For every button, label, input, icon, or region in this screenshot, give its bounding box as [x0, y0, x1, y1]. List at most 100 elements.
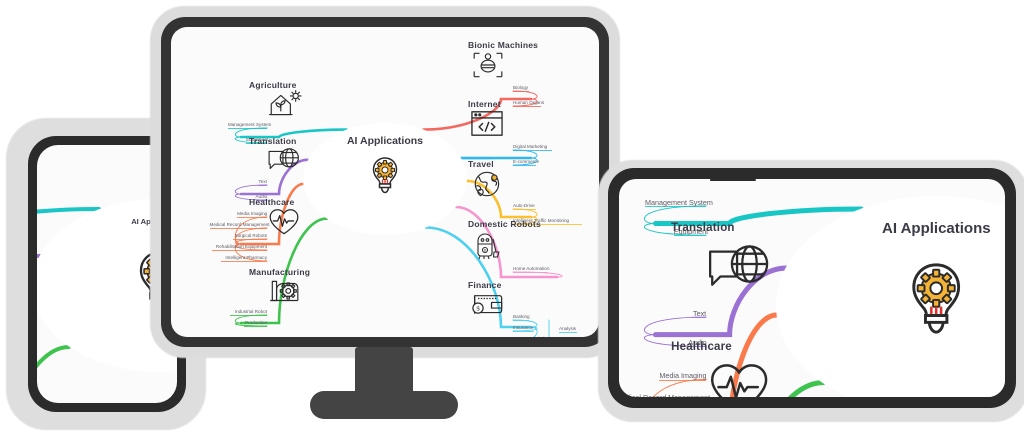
- center-node-title[interactable]: AI Applications: [881, 219, 991, 237]
- child-label-healthcare-2[interactable]: Surgical Robots: [234, 233, 267, 239]
- svg-text:$: $: [484, 249, 486, 253]
- branch-label-agriculture[interactable]: Agriculture: [249, 80, 297, 90]
- browser-code-icon: [469, 109, 505, 138]
- branch-label-bionic-machines[interactable]: Bionic Machines: [468, 40, 539, 50]
- heart-pulse-icon: [267, 207, 301, 237]
- child-label-internet-1[interactable]: E-commerce: [513, 159, 540, 165]
- child-label-manufacturing-1[interactable]: Production: [245, 320, 267, 326]
- child-underline: [513, 331, 534, 332]
- child-underline: [246, 143, 267, 144]
- factory-gear-icon: [267, 277, 301, 307]
- child-underline: [688, 346, 707, 348]
- child-label-domestic-robots-0[interactable]: Home Automation: [513, 266, 550, 272]
- twig-agriculture-1: [643, 223, 707, 236]
- child-label-finance-1[interactable]: Insurance: [513, 325, 534, 331]
- child-label-manufacturing-0[interactable]: Industrial Robot: [234, 309, 267, 315]
- child-underline: [673, 235, 707, 237]
- branch-line-finance: [424, 226, 533, 329]
- twig-healthcare-0: [653, 379, 707, 397]
- child-label-translation-1[interactable]: Audio: [688, 338, 707, 348]
- branch-line-manufacturing: [239, 217, 329, 325]
- branch-line-agriculture: [37, 206, 102, 214]
- child-label-bionic-machines-1[interactable]: Human Organs: [513, 100, 545, 106]
- grandchild-label-finance-0[interactable]: Analysis: [559, 326, 577, 332]
- child-label-agriculture-1[interactable]: Equipment: [246, 137, 269, 143]
- child-label-internet-0[interactable]: Digital Marketing: [513, 144, 548, 150]
- heart-pulse-icon: [706, 360, 772, 397]
- child-label-healthcare-1[interactable]: Medical Record Management: [619, 393, 710, 397]
- child-underline: [513, 320, 530, 321]
- child-underline: [513, 165, 536, 166]
- branch-label-internet[interactable]: Internet: [468, 99, 501, 109]
- branch-line-translation: [652, 265, 789, 338]
- child-label-healthcare-0[interactable]: Media Imaging: [237, 211, 268, 217]
- child-underline: [691, 317, 707, 319]
- globe-travel-icon: [471, 169, 505, 199]
- twig-translation-1: [234, 193, 268, 201]
- child-underline: [230, 315, 267, 316]
- child-underline: [232, 239, 267, 240]
- center-node-title[interactable]: AI Applications: [346, 135, 424, 147]
- child-label-finance-2[interactable]: Venture Capitals: [513, 336, 550, 337]
- mindmap-branch-lines: [643, 205, 864, 397]
- child-underline: [513, 209, 536, 210]
- child-underline: [513, 224, 582, 225]
- branch-label-healthcare[interactable]: Healthcare: [671, 340, 732, 353]
- branch-label-manufacturing[interactable]: Manufacturing: [249, 267, 311, 277]
- child-label-agriculture-0[interactable]: Management System: [227, 122, 272, 128]
- child-label-bionic-machines-0[interactable]: Biology: [513, 85, 529, 91]
- child-underline: [257, 185, 267, 186]
- child-label-agriculture-1[interactable]: Equipment: [673, 227, 709, 236]
- lightbulb-gear-icon: [905, 259, 967, 341]
- child-label-travel-0[interactable]: Auto-Drive: [513, 203, 535, 209]
- child-underline: [513, 272, 548, 273]
- child-label-translation-0[interactable]: Text: [258, 179, 267, 185]
- child-label-healthcare-0[interactable]: Media Imaging: [659, 371, 707, 381]
- child-label-healthcare-4[interactable]: Intelligent Pharmacy: [225, 255, 267, 261]
- branch-label-travel[interactable]: Travel: [468, 159, 494, 169]
- branch-line-translation: [239, 158, 310, 196]
- child-label-translation-0[interactable]: Text: [693, 308, 707, 318]
- lightbulb-gear-icon: [369, 155, 401, 197]
- child-underline: [659, 379, 707, 381]
- branch-label-healthcare[interactable]: Healthcare: [249, 197, 295, 207]
- child-underline: [513, 91, 530, 92]
- globe-speech-bubble-icon: [706, 241, 772, 300]
- branch-label-translation[interactable]: Translation: [671, 221, 735, 234]
- greenhouse-plant-icon: [267, 90, 302, 120]
- greenhouse-plant-icon: [706, 179, 772, 190]
- branch-line-healthcare: [239, 182, 305, 246]
- child-label-translation-1[interactable]: Audio: [255, 194, 268, 200]
- twig-internet-1: [512, 157, 538, 166]
- child-underline: [645, 205, 707, 207]
- twig-travel-1: [512, 216, 538, 225]
- twig-finance-2: [530, 326, 538, 337]
- branch-line-manufacturing: [37, 344, 71, 369]
- monitor-stand-base: [310, 391, 458, 419]
- mindmap-branch-lines: [37, 206, 102, 369]
- branch-label-translation[interactable]: Translation: [249, 136, 297, 146]
- wallet-dollar-icon: $: [469, 290, 505, 316]
- child-label-healthcare-1[interactable]: Medical Record Management: [209, 222, 270, 228]
- twig-healthcare-4: [234, 243, 268, 262]
- child-underline: [211, 250, 267, 251]
- child-label-agriculture-0[interactable]: Management System: [645, 197, 713, 207]
- grandchild-underline: [559, 332, 578, 333]
- branch-label-finance[interactable]: Finance: [468, 280, 502, 290]
- child-label-travel-1[interactable]: Intelligent Traffic Monitoring: [513, 218, 570, 224]
- branch-label-domestic-robots[interactable]: Domestic Robots: [468, 219, 541, 229]
- child-label-healthcare-3[interactable]: Rehabilitation Equipment: [215, 244, 267, 250]
- twig-bionic-machines-1: [512, 98, 538, 107]
- child-underline: [221, 261, 267, 262]
- branch-line-agriculture: [652, 206, 864, 227]
- child-underline: [513, 106, 541, 107]
- twig-translation-0: [643, 316, 707, 336]
- child-label-finance-0[interactable]: Banking: [513, 314, 530, 320]
- child-underline: [209, 228, 267, 229]
